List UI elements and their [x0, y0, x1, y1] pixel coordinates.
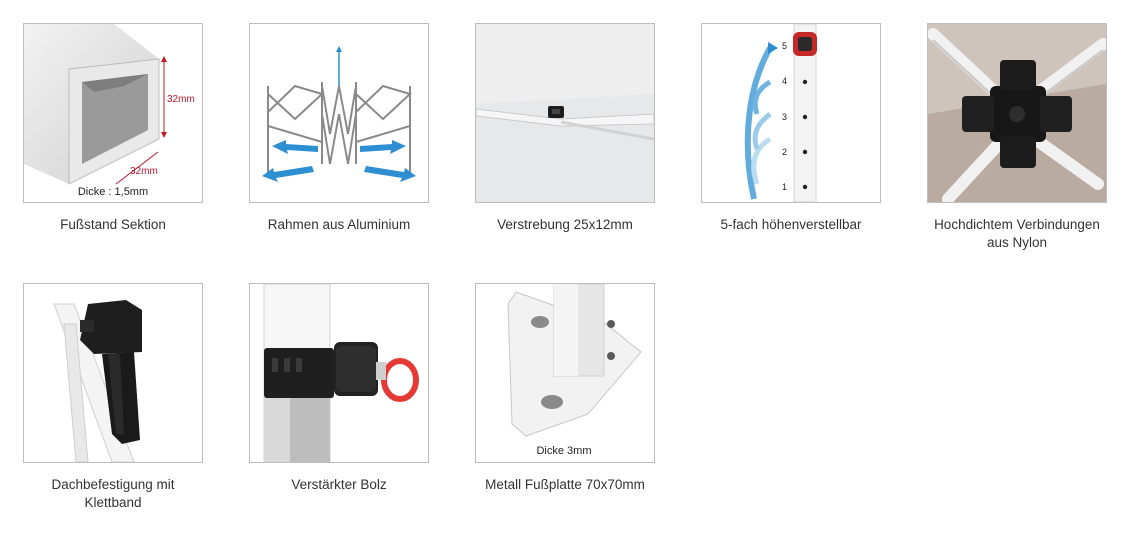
width-dimension-label: 32mm: [130, 166, 158, 177]
feature-card-foot-section: 32mm 32mm Dicke : 1,5mm Fußstand Sektion: [23, 23, 203, 234]
roof-fastening-image: [23, 283, 203, 463]
square-tube-profile-icon: 32mm 32mm Dicke : 1,5mm: [24, 24, 195, 198]
feature-card-nylon-connector: Hochdichtem Verbindungen aus Nylon: [927, 23, 1107, 252]
feature-caption: Metall Fußplatte 70x70mm: [485, 477, 645, 492]
strut-joint-icon: [476, 24, 654, 202]
foot-plate-image: Dicke 3mm: [475, 283, 655, 463]
level-1-label: 1: [782, 182, 787, 192]
plate-thickness-label: Dicke 3mm: [536, 445, 591, 457]
feature-card-reinforced-bolt: Verstärkter Bolz: [249, 283, 429, 494]
level-4-label: 4: [782, 76, 787, 86]
height-dimension-label: 32mm: [167, 94, 195, 105]
feature-caption: Dachbefestigung mit Klettband: [51, 477, 175, 510]
feature-card-height-adjustable: 5 4 3 2 1 5-fach höhenverstellbar: [701, 23, 881, 234]
strut-image: [475, 23, 655, 203]
feature-card-strut: Verstrebung 25x12mm: [475, 23, 655, 234]
feature-caption: 5-fach höhenverstellbar: [720, 217, 862, 232]
height-adjust-icon: 5 4 3 2 1: [744, 24, 817, 202]
level-5-label: 5: [782, 41, 787, 51]
feature-card-aluminium-frame: Rahmen aus Aluminium: [249, 23, 429, 234]
nylon-connector-image: [927, 23, 1107, 203]
height-adjustable-image: 5 4 3 2 1: [701, 23, 881, 203]
foot-plate-icon: Dicke 3mm: [507, 284, 642, 457]
reinforced-bolt-icon: [263, 284, 419, 462]
roof-fastening-icon: [53, 300, 142, 462]
feature-caption: Fußstand Sektion: [60, 217, 166, 232]
nylon-connector-icon: [928, 24, 1106, 202]
foot-section-image: 32mm 32mm Dicke : 1,5mm: [23, 23, 203, 203]
level-3-label: 3: [782, 112, 787, 122]
reinforced-bolt-image: [249, 283, 429, 463]
feature-caption: Verstrebung 25x12mm: [497, 217, 633, 232]
feature-card-roof-fastening: Dachbefestigung mit Klettband: [23, 283, 203, 512]
feature-caption: Verstärkter Bolz: [291, 477, 387, 492]
folding-frame-icon: [262, 46, 416, 182]
aluminium-frame-image: [249, 23, 429, 203]
level-2-label: 2: [782, 147, 787, 157]
feature-card-foot-plate: Dicke 3mm Metall Fußplatte 70x70mm: [475, 283, 655, 494]
feature-caption: Hochdichtem Verbindungen aus Nylon: [934, 217, 1100, 250]
feature-caption: Rahmen aus Aluminium: [267, 217, 411, 232]
thickness-label: Dicke : 1,5mm: [78, 186, 148, 198]
